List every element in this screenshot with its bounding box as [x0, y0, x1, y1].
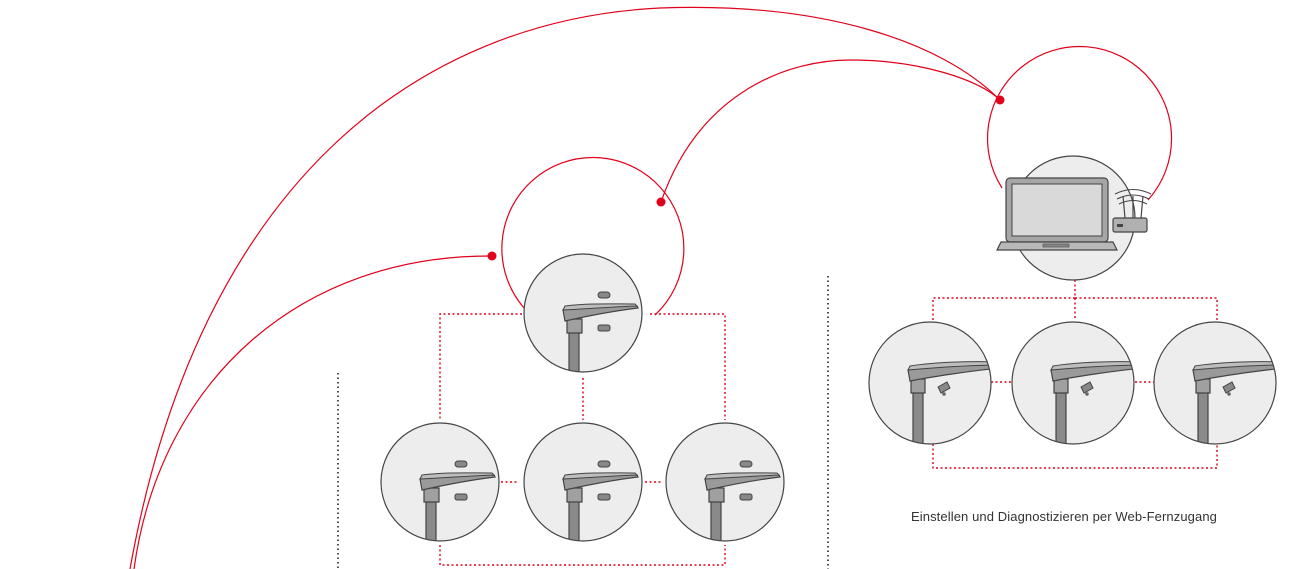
radio-links — [129, 6, 1173, 569]
street-light-icon — [524, 254, 642, 381]
cluster-a-bottom-bus — [439, 545, 726, 566]
laptop-router-icon — [996, 155, 1152, 281]
junction-dot — [995, 95, 1005, 105]
street-light-icon — [381, 423, 499, 550]
cluster-b-top-bus — [932, 280, 1218, 320]
radio-arc-inner — [660, 59, 1001, 203]
link-junctions — [487, 95, 1005, 261]
wired-connections — [439, 280, 1218, 566]
street-light-icon — [1154, 322, 1285, 453]
section-dividers — [337, 276, 829, 569]
cluster-b-bottom-bus — [932, 444, 1218, 469]
radio-arc-mid — [133, 255, 493, 569]
street-light-icon — [524, 423, 642, 550]
junction-dot — [487, 251, 497, 261]
street-light-icon — [1012, 322, 1143, 453]
cluster-a-link-ring — [501, 156, 685, 316]
junction-dot — [656, 197, 666, 207]
cluster-a-top-bus — [439, 313, 726, 420]
gateway-link-ring — [987, 45, 1173, 201]
street-light-icon — [666, 423, 784, 550]
remote-access-caption: Einstellen und Diagnostizieren per Web-F… — [910, 509, 1217, 524]
radio-arc-outer — [129, 6, 1001, 569]
street-light-icon — [869, 322, 1000, 453]
